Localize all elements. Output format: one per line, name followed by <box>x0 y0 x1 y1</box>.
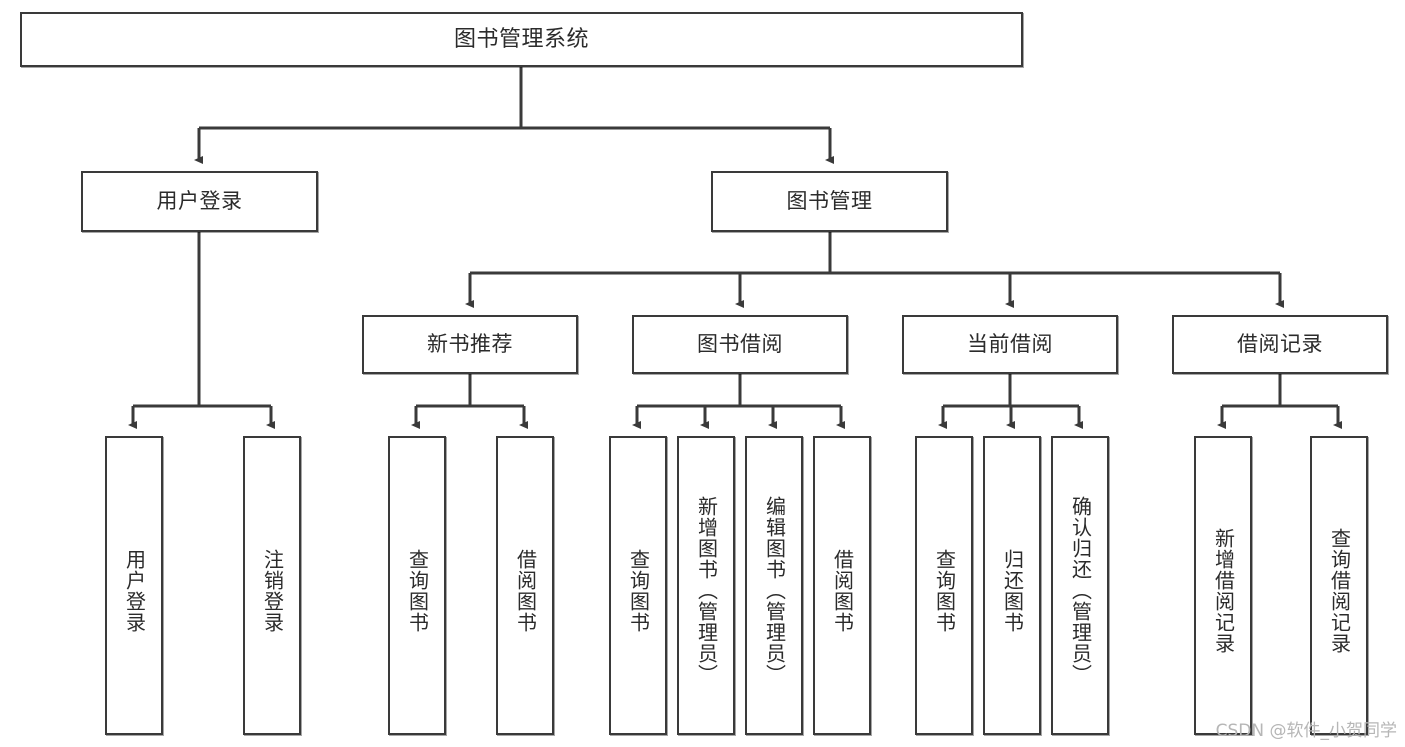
node-borrow-record[interactable]: 借阅记录 <box>1172 315 1388 374</box>
node-label: 图书管理系统 <box>453 26 589 52</box>
node-label: 注销登录 <box>260 548 285 633</box>
node-user-login[interactable]: 用户登录 <box>81 171 318 232</box>
node-current-borrow[interactable]: 当前借阅 <box>902 315 1118 374</box>
node-label: 新增借阅记录 <box>1211 527 1236 654</box>
node-root-system[interactable]: 图书管理系统 <box>20 12 1023 67</box>
leaf-current-borrow-return[interactable]: 归还图书 <box>983 436 1041 735</box>
leaf-book-borrow-add[interactable]: 新增图书（管理员） <box>677 436 735 735</box>
watermark: CSDN @软件_小贺同学 <box>1215 721 1397 741</box>
leaf-book-borrow-query[interactable]: 查询图书 <box>609 436 667 735</box>
leaf-user-login-signout[interactable]: 注销登录 <box>243 436 301 735</box>
node-label: 新增图书（管理员） <box>694 496 719 685</box>
node-label: 确认归还（管理员） <box>1068 496 1093 685</box>
leaf-new-book-query[interactable]: 查询图书 <box>388 436 446 735</box>
node-label: 当前借阅 <box>967 332 1053 357</box>
leaf-new-book-borrow[interactable]: 借阅图书 <box>496 436 554 735</box>
node-new-book-recommend[interactable]: 新书推荐 <box>362 315 578 374</box>
node-book-management[interactable]: 图书管理 <box>711 171 948 232</box>
node-label: 查询图书 <box>405 548 430 633</box>
leaf-borrow-record-query[interactable]: 查询借阅记录 <box>1310 436 1368 735</box>
node-label: 借阅记录 <box>1237 332 1323 357</box>
node-label: 用户登录 <box>156 189 243 214</box>
node-label: 图书管理 <box>786 189 873 214</box>
node-label: 借阅图书 <box>513 548 538 633</box>
node-label: 查询图书 <box>932 548 957 633</box>
leaf-book-borrow-edit[interactable]: 编辑图书（管理员） <box>745 436 803 735</box>
leaf-book-borrow-lend[interactable]: 借阅图书 <box>813 436 871 735</box>
leaf-current-borrow-query[interactable]: 查询图书 <box>915 436 973 735</box>
leaf-user-login-signin[interactable]: 用户登录 <box>105 436 163 735</box>
node-label: 新书推荐 <box>427 332 513 357</box>
node-label: 查询图书 <box>626 548 651 633</box>
node-label: 编辑图书（管理员） <box>762 496 787 685</box>
leaf-borrow-record-add[interactable]: 新增借阅记录 <box>1194 436 1252 735</box>
node-book-borrow[interactable]: 图书借阅 <box>632 315 848 374</box>
node-label: 图书借阅 <box>697 332 783 357</box>
leaf-current-borrow-confirm-return[interactable]: 确认归还（管理员） <box>1051 436 1109 735</box>
node-label: 用户登录 <box>122 548 147 633</box>
node-label: 查询借阅记录 <box>1327 527 1352 654</box>
node-label: 归还图书 <box>1000 548 1025 633</box>
node-label: 借阅图书 <box>830 548 855 633</box>
